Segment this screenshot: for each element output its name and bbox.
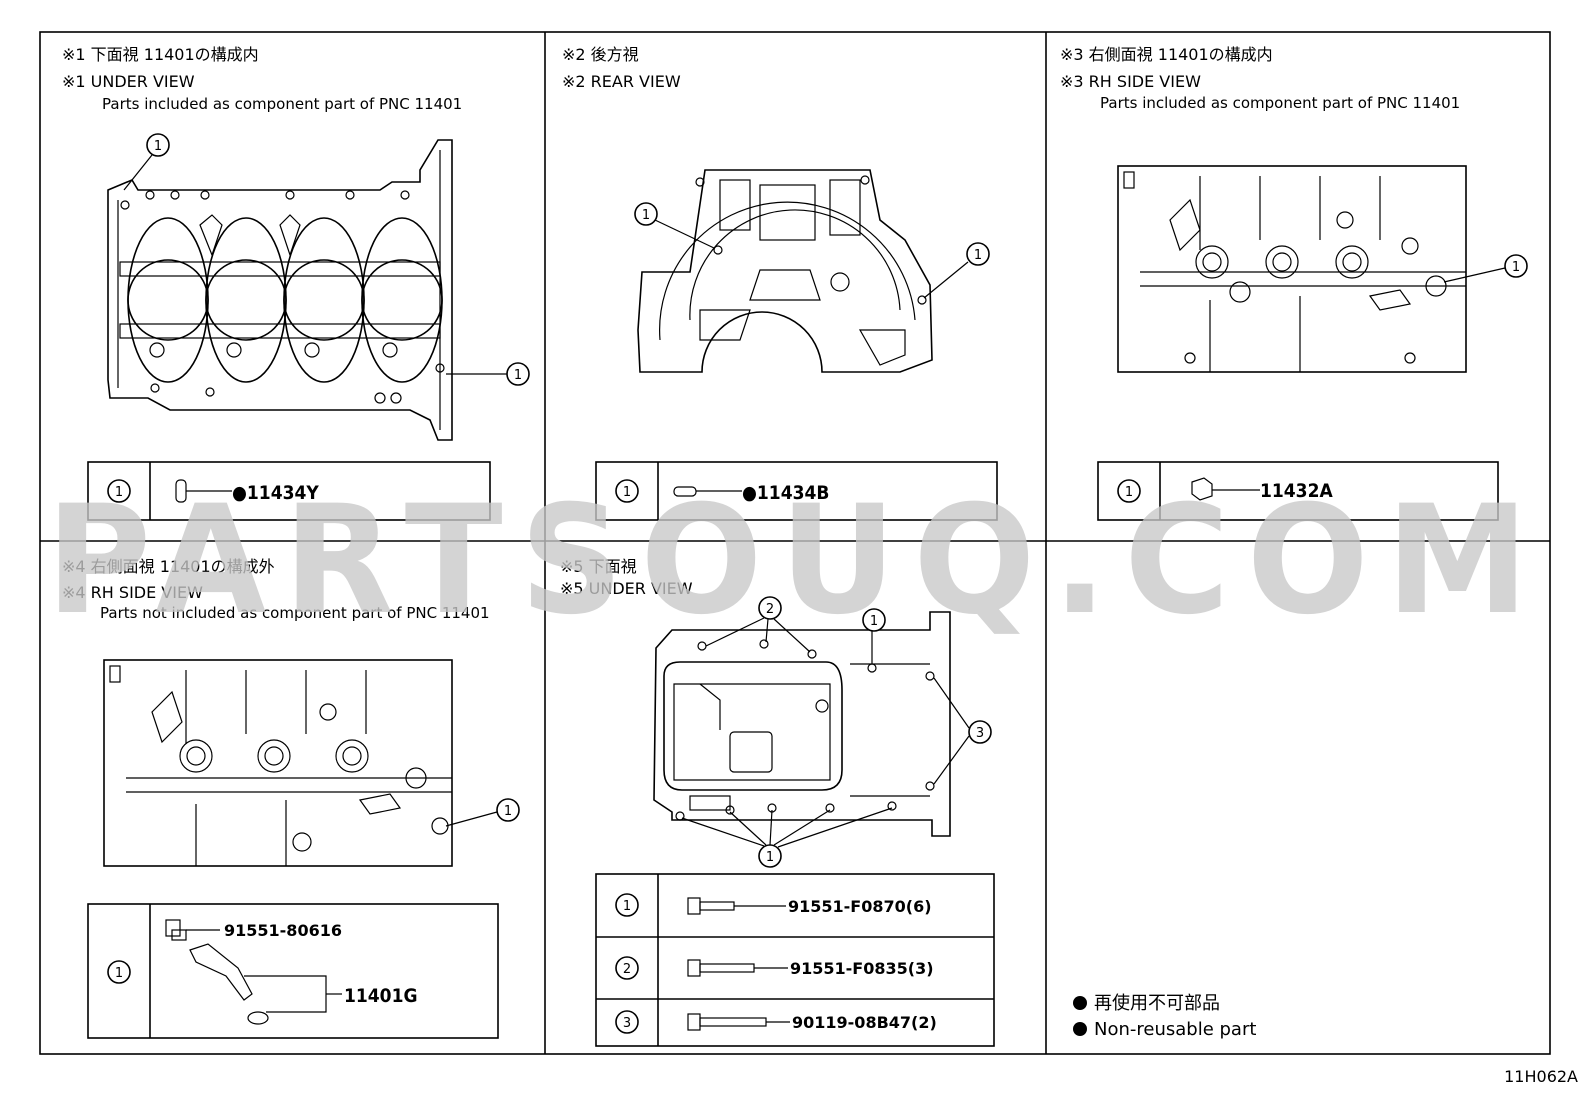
non-reusable-bullet-icon — [1073, 1022, 1087, 1036]
panel-2-callout-left: 1 — [634, 202, 715, 249]
panel-1-caption-en: ※1 UNDER VIEW — [62, 72, 195, 91]
panel-3-parts-table: 1 11432A — [1097, 461, 1499, 521]
panel-3-caption-jp: ※3 右側面視 11401の構成内 — [1060, 45, 1273, 64]
diagram-frame — [39, 31, 1551, 1055]
panel-3-callout: 1 — [1443, 254, 1528, 283]
svg-text:1: 1 — [766, 850, 774, 865]
panel-4-caption-sub: Parts not included as component part of … — [100, 604, 490, 622]
panel-4-parts-table: 1 91551-80616 11401G — [87, 903, 499, 1039]
panel-1-under-view: ※1 下面視 11401の構成内 ※1 UNDER VIEW Parts inc… — [62, 45, 530, 521]
engine-block-rh-side-drawing — [1117, 165, 1467, 373]
panel-2-caption-jp: ※2 後方視 — [562, 45, 639, 64]
legend: 再使用不可部品 Non-reusable part — [1073, 993, 1256, 1040]
parts-ref: 1 — [115, 485, 123, 500]
table-row: 2 91551-F0835(3) — [615, 956, 934, 980]
parts-ref: 1 — [623, 899, 631, 914]
panel-1-callout-top: 1 — [123, 133, 170, 191]
panel-5-caption-jp: ※5 下面視 — [560, 557, 637, 576]
panel-4-callout: 1 — [445, 798, 520, 827]
panel-5-callout-1-bottom: 1 — [681, 807, 893, 868]
bolt-icon — [687, 897, 735, 915]
part-number: 91551-F0835(3) — [790, 959, 934, 978]
panel-5-callout-1-top: 1 — [862, 608, 886, 664]
parts-ref: 1 — [115, 966, 123, 981]
legend-jp: 再使用不可部品 — [1094, 993, 1220, 1014]
part-number: 91551-F0870(6) — [788, 897, 932, 916]
bolt-icon — [687, 959, 755, 977]
panel-1-caption-jp: ※1 下面視 11401の構成内 — [62, 45, 259, 64]
panel-3-caption-sub: Parts included as component part of PNC … — [1100, 94, 1460, 112]
parts-ref: 3 — [623, 1016, 631, 1031]
svg-text:1: 1 — [870, 614, 878, 629]
svg-text:1: 1 — [154, 139, 162, 154]
panel-5-callout-3: 3 — [933, 677, 992, 785]
part-number: ●11434B — [742, 482, 829, 504]
part-number: 91551-80616 — [224, 921, 342, 940]
oil-pan-under-view-drawing — [653, 611, 951, 837]
panel-4-caption-jp: ※4 右側面視 11401の構成外 — [62, 557, 275, 576]
table-row: 3 90119-08B47(2) — [615, 1010, 937, 1034]
svg-text:1: 1 — [974, 248, 982, 263]
panel-3-caption-en: ※3 RH SIDE VIEW — [1060, 72, 1201, 91]
svg-text:2: 2 — [766, 602, 774, 617]
panel-5-under-view: ※5 下面視 ※5 UNDER VIEW — [560, 557, 995, 1047]
svg-text:1: 1 — [504, 804, 512, 819]
parts-ref: 1 — [1125, 485, 1133, 500]
panel-1-parts-table: 1 ●11434Y — [87, 461, 491, 521]
watermark: PARTSOUQ.COM — [46, 474, 1546, 648]
oil-jet-icon — [189, 943, 269, 1025]
legend-en: Non-reusable part — [1094, 1019, 1256, 1040]
panel-4-caption-en: ※4 RH SIDE VIEW — [62, 583, 203, 602]
table-row: 1 91551-F0870(6) — [615, 893, 932, 917]
parts-ref: 1 — [623, 485, 631, 500]
panel-3-rh-side-view: ※3 右側面視 11401の構成内 ※3 RH SIDE VIEW Parts … — [1060, 45, 1528, 521]
panel-5-callout-2: 2 — [705, 596, 811, 653]
parts-ref: 2 — [623, 962, 631, 977]
svg-text:1: 1 — [514, 368, 522, 383]
panel-1-callout-right: 1 — [446, 362, 530, 386]
engine-block-rear-view-drawing — [637, 169, 933, 373]
svg-text:1: 1 — [1512, 260, 1520, 275]
panel-1-caption-sub: Parts included as component part of PNC … — [102, 95, 462, 113]
panel-2-parts-table: 1 ●11434B — [595, 461, 998, 521]
part-number: 90119-08B47(2) — [792, 1013, 937, 1032]
svg-text:1: 1 — [642, 208, 650, 223]
non-reusable-bullet-icon — [1073, 996, 1087, 1010]
panel-2-caption-en: ※2 REAR VIEW — [562, 72, 681, 91]
engine-block-under-view-drawing — [107, 139, 453, 441]
part-number: ●11434Y — [232, 482, 319, 504]
panel-5-parts-table: 1 91551-F0870(6) 2 91551-F0835(3) — [595, 873, 995, 1047]
part-number: 11432A — [1260, 480, 1333, 502]
bolt-icon — [687, 1013, 767, 1031]
panel-2-callout-right: 1 — [923, 242, 990, 299]
bolt-icon — [165, 919, 187, 941]
plug-icon — [1191, 477, 1213, 501]
panel-5-caption-en: ※5 UNDER VIEW — [560, 579, 693, 598]
engine-block-rh-side-drawing — [103, 659, 453, 867]
svg-text:3: 3 — [976, 726, 984, 741]
figure-code: 11H062A — [1504, 1067, 1578, 1086]
panel-4-rh-side-view: ※4 右側面視 11401の構成外 ※4 RH SIDE VIEW Parts … — [62, 557, 520, 1039]
panel-2-rear-view: ※2 後方視 ※2 REAR VIEW 1 — [562, 45, 998, 521]
part-number: 11401G — [344, 985, 418, 1007]
